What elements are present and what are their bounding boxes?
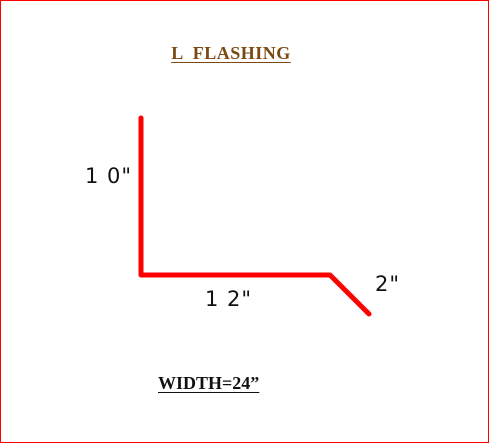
width-label: WIDTH=24” (158, 373, 260, 393)
vertical-leg-dimension: 1 0" (85, 164, 133, 188)
horizontal-leg-dimension: 1 2" (205, 287, 253, 311)
flashing-profile-line (138, 115, 372, 317)
diagram-title: L FLASHING (171, 43, 291, 63)
flange-dimension: 2" (375, 272, 401, 296)
